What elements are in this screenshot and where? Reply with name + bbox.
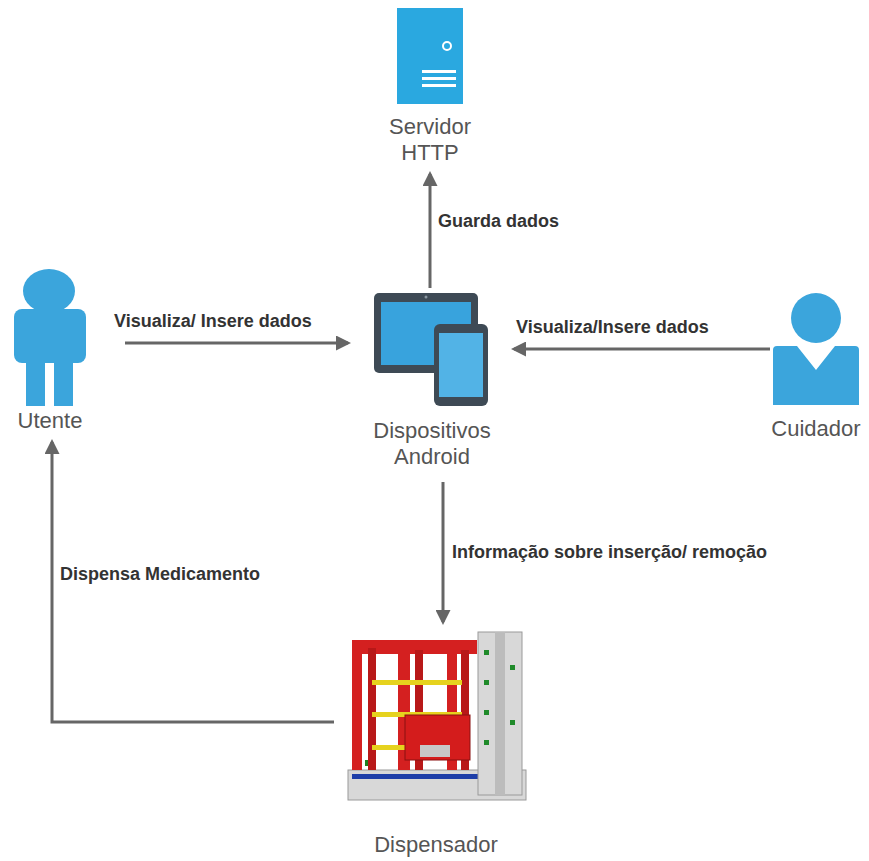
node-label: Cuidador [771, 416, 860, 442]
arrow-connector [429, 174, 432, 288]
arrow-connector [125, 342, 348, 345]
dispenser-node: Dispensador [338, 628, 534, 858]
edge-label: Visualiza/ Insere dados [112, 311, 314, 332]
caregiver-icon [773, 293, 859, 405]
edge-label: Visualiza/Insere dados [514, 317, 711, 338]
node-label: Servidor HTTP [375, 114, 485, 166]
edge-label: Guarda dados [436, 211, 561, 232]
patient-node: Utente [2, 268, 98, 434]
node-label: Dispensador [374, 832, 498, 858]
server-icon [397, 8, 463, 104]
person-icon [14, 269, 86, 406]
edge-label: Dispensa Medicamento [58, 564, 262, 585]
arrow-connector [514, 348, 770, 351]
caregiver-node: Cuidador [768, 290, 864, 442]
node-label: Utente [18, 408, 83, 434]
devices-node: Dispositivos Android [352, 290, 512, 470]
devices-icon [374, 293, 488, 406]
node-label: Dispositivos Android [357, 418, 507, 470]
dispenser-illustration [348, 632, 526, 800]
arrow-connector [442, 482, 445, 622]
server-node: Servidor HTTP [370, 8, 490, 166]
arrow-connector [52, 442, 334, 722]
edge-label: Informação sobre inserção/ remoção [450, 542, 769, 563]
